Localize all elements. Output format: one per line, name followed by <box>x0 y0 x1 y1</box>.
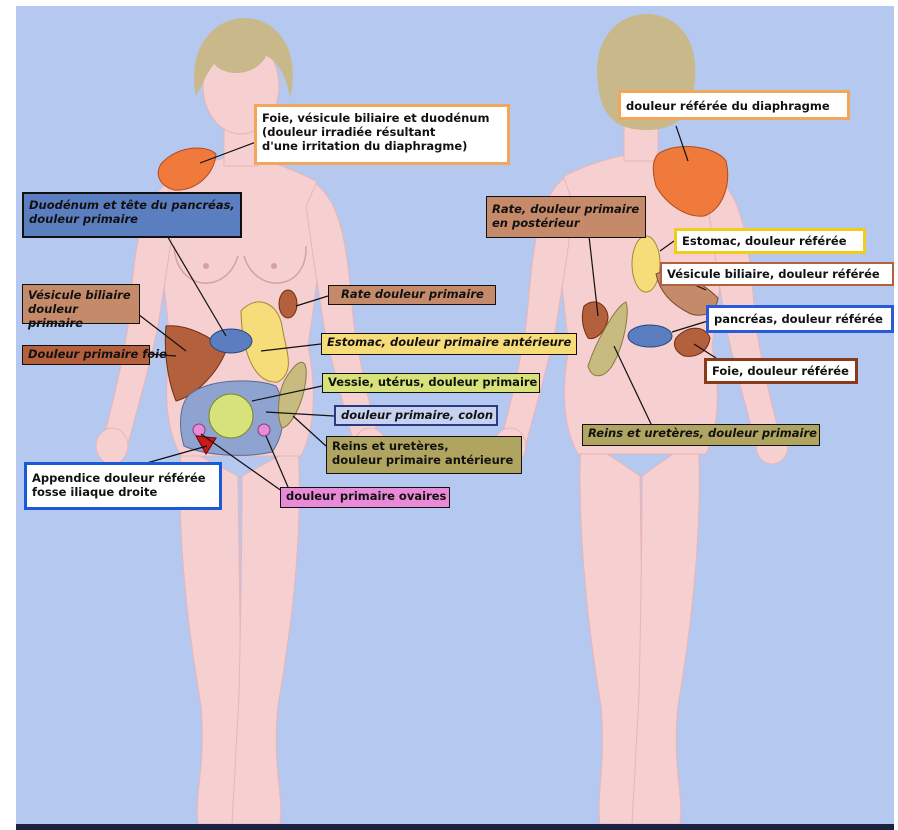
label-stomach-referred: Estomac, douleur référée <box>674 228 866 254</box>
label-duodenum-pancreas: Duodénum et tête du pancréas, douleur pr… <box>22 192 242 238</box>
label-kidneys-anterior: Reins et uretères, douleur primaire anté… <box>326 436 522 474</box>
ovary-right-zone <box>193 424 205 436</box>
label-gallbladder-primary: Vésicule biliaire douleur primaire <box>22 284 140 324</box>
diagram-canvas: Foie, vésicule biliaire et duodénum (dou… <box>16 6 894 826</box>
label-diaphragm-referred: douleur référée du diaphragme <box>618 90 850 120</box>
label-spleen-posterior: Rate, douleur primaire en postérieur <box>486 196 646 238</box>
label-bladder-uterus: Vessie, utérus, douleur primaire <box>322 373 540 393</box>
label-colon: douleur primaire, colon <box>334 405 498 426</box>
label-liver-gallbladder-duodenum: Foie, vésicule biliaire et duodénum (dou… <box>254 104 510 165</box>
bottom-bar <box>16 824 894 830</box>
label-liver-referred: Foie, douleur référée <box>704 358 858 384</box>
label-ovaries: douleur primaire ovaires <box>280 487 450 508</box>
label-liver-primary: Douleur primaire foie <box>22 345 150 365</box>
ovary-left-zone <box>258 424 270 436</box>
label-gallbladder-referred: Vésicule biliaire, douleur référée <box>660 262 894 286</box>
label-pancreas-referred: pancréas, douleur référée <box>706 305 894 333</box>
pancreas-back-zone <box>628 325 672 347</box>
stomach-back-zone <box>632 236 660 292</box>
label-spleen-primary: Rate douleur primaire <box>328 285 496 305</box>
pancreas-duodenum-zone <box>210 329 252 353</box>
label-appendix: Appendice douleur référée fosse iliaque … <box>24 462 222 510</box>
label-kidneys-primary: Reins et uretères, douleur primaire <box>582 424 820 446</box>
bladder-uterus-zone <box>209 394 253 438</box>
spleen-front-zone <box>279 290 297 318</box>
label-stomach-anterior: Estomac, douleur primaire antérieure <box>321 333 577 355</box>
